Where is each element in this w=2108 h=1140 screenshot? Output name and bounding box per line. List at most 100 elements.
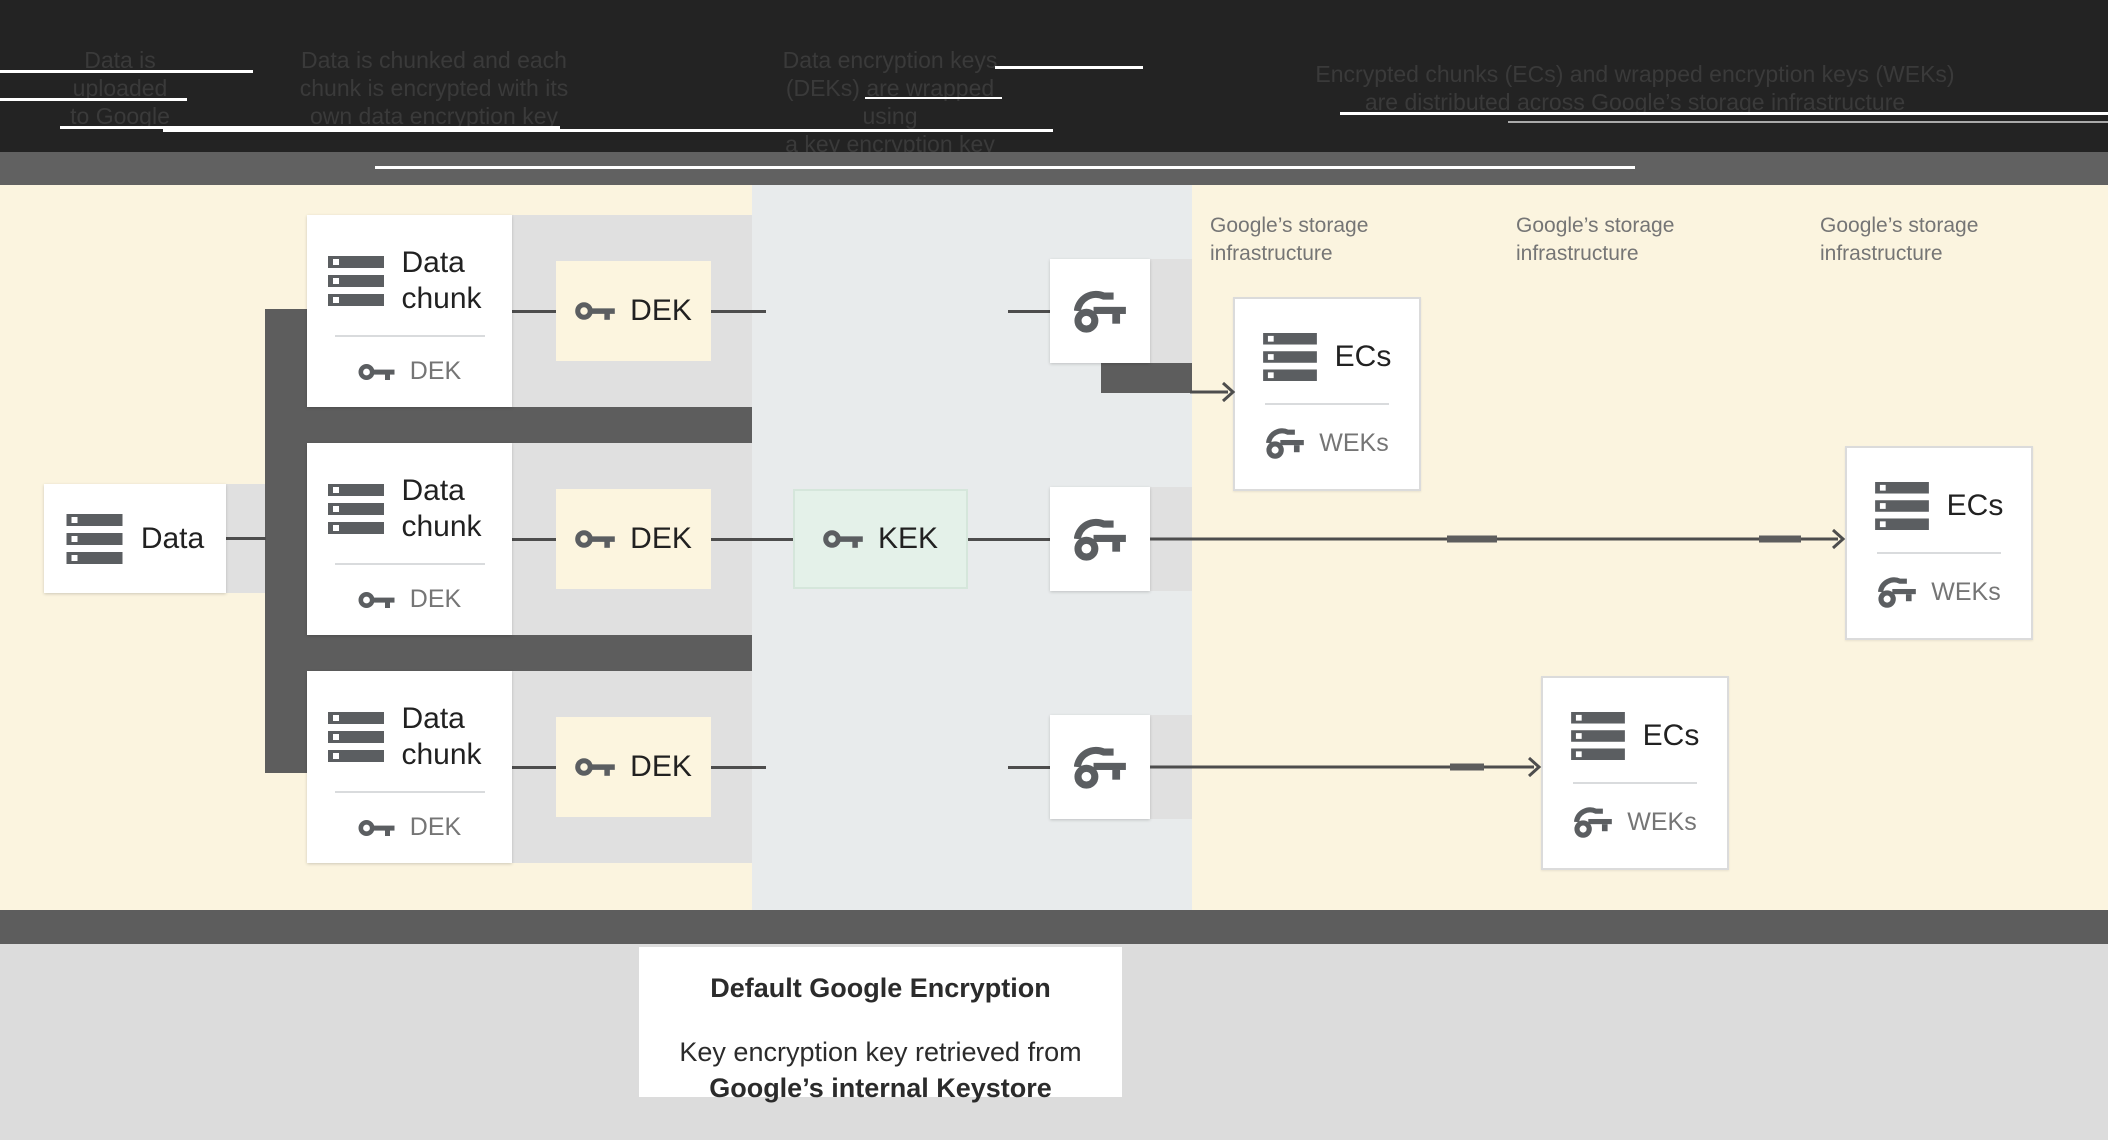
dek-box: DEK <box>556 717 711 817</box>
key-icon <box>823 528 863 550</box>
box-divider <box>1877 552 2001 554</box>
data-chunk-label: Data chunk <box>401 474 482 543</box>
storage-infra-label: Google’s storage infrastructure <box>1210 214 1369 265</box>
wrapped-key-icon <box>1265 427 1305 459</box>
connector-line <box>711 310 766 313</box>
storage-infra-label: Google’s storage infrastructure <box>1516 214 1675 265</box>
caption-body-line2: Google’s internal Keystore <box>709 1073 1052 1103</box>
storage-icon <box>327 484 384 534</box>
dek-box-label: DEK <box>630 522 692 555</box>
kek-box: KEK <box>793 489 968 589</box>
data-chunk-label: Data chunk <box>401 702 482 771</box>
connector-line <box>512 538 556 541</box>
step2-line2: chunk is encrypted with its <box>299 75 569 101</box>
box-divider <box>334 563 485 565</box>
header-hairline <box>995 66 1143 69</box>
chunk-row-dark-bar <box>265 635 752 671</box>
wrapped-key-icon <box>1074 745 1126 789</box>
step-caption-4: Encrypted chunks (ECs) and wrapped encry… <box>1313 60 1957 116</box>
weks-label: WEKs <box>1319 428 1389 457</box>
wrapped-key-box <box>1050 715 1150 819</box>
header-band: Data is uploaded to Google Data is chunk… <box>0 0 2108 185</box>
chunk-dek-label: DEK <box>409 357 462 385</box>
header-hairline <box>163 129 1053 132</box>
header-hairline <box>0 98 187 101</box>
step3-line2: (DEKs) are wrapped using <box>785 75 995 129</box>
box-divider <box>1265 403 1389 405</box>
dek-box: DEK <box>556 261 711 361</box>
wrapped-key-icon <box>1573 806 1613 838</box>
data-chunk-label: Data chunk <box>401 246 482 315</box>
bottom-dark-bar <box>0 910 2108 944</box>
step1-line2: uploaded <box>72 75 168 101</box>
ecs-box: ECs WEKs <box>1541 676 1729 870</box>
dek-box: DEK <box>556 489 711 589</box>
wrapped-key-dark-bar <box>1101 363 1192 393</box>
connector-line <box>512 310 556 313</box>
storage-icon <box>1262 333 1317 381</box>
weks-label: WEKs <box>1931 577 2001 606</box>
header-hairline <box>0 70 253 73</box>
step1-line3: to Google <box>70 103 170 129</box>
ecs-label: ECs <box>1334 340 1392 373</box>
kek-box-label: KEK <box>877 522 939 555</box>
chunk-branch-vertical-bar <box>265 309 307 773</box>
storage-icon <box>1874 482 1929 530</box>
wrapped-key-icon <box>1074 289 1126 333</box>
connector-line <box>711 766 766 769</box>
weks-label: WEKs <box>1627 807 1697 836</box>
key-icon <box>358 590 395 610</box>
caption-title: Default Google Encryption <box>710 973 1051 1003</box>
step2-line3: own data encryption key <box>309 103 559 129</box>
storage-infra-label: Google’s storage infrastructure <box>1820 214 1979 265</box>
data-box-label: Data <box>140 521 205 555</box>
storage-icon <box>327 256 384 306</box>
key-icon <box>575 300 615 322</box>
chunk-dek-label: DEK <box>409 813 462 841</box>
header-hairline <box>60 126 560 129</box>
storage-icon <box>327 712 384 762</box>
chunk-dek-label: DEK <box>409 585 462 613</box>
wrapped-key-box <box>1050 487 1150 591</box>
header-hairline <box>865 97 1002 99</box>
connector-line <box>1008 766 1050 769</box>
key-icon <box>358 362 395 382</box>
data-chunk-box: Data chunk DEK <box>307 671 512 863</box>
storage-icon <box>66 513 123 564</box>
key-icon <box>575 756 615 778</box>
key-icon <box>575 528 615 550</box>
arrow-to-ecs-1 <box>1190 381 1236 403</box>
connector-line <box>226 537 266 540</box>
header-hairline <box>1340 112 2108 115</box>
step1-line1: Data is <box>84 47 156 73</box>
header-hairline <box>1508 121 2108 123</box>
connector-line <box>711 538 793 541</box>
step4-line2: are distributed across Google’s storage … <box>1364 89 1906 115</box>
arrow-to-ecs-2 <box>1150 528 1846 550</box>
box-divider <box>334 335 485 337</box>
data-chunk-box: Data chunk DEK <box>307 215 512 407</box>
dek-box-label: DEK <box>630 750 692 783</box>
box-divider <box>334 791 485 793</box>
step-caption-1: Data is uploaded to Google <box>40 46 200 130</box>
caption-box: Default Google Encryption Key encryption… <box>639 947 1122 1103</box>
data-box: Data <box>44 484 226 593</box>
chunk-row-dark-bar <box>265 407 752 443</box>
dek-box-label: DEK <box>630 294 692 327</box>
gray-divider-bar <box>0 152 2108 185</box>
storage-icon <box>1570 712 1625 760</box>
step2-line1: Data is chunked and each <box>301 47 567 73</box>
step4-line1: Encrypted chunks (ECs) and wrapped encry… <box>1315 61 1955 87</box>
wrapped-key-icon <box>1074 517 1126 561</box>
ecs-box: ECs WEKs <box>1845 446 2033 640</box>
ecs-label: ECs <box>1946 489 2004 522</box>
ecs-box: ECs WEKs <box>1233 297 1421 491</box>
caption-body-line1: Key encryption key retrieved from <box>679 1037 1082 1067</box>
connector-line <box>968 538 1050 541</box>
divider-hairline <box>375 166 1635 169</box>
step3-line1: Data encryption keys <box>782 47 998 73</box>
wrapped-key-icon <box>1877 576 1917 608</box>
connector-line <box>512 766 556 769</box>
key-icon <box>358 818 395 838</box>
